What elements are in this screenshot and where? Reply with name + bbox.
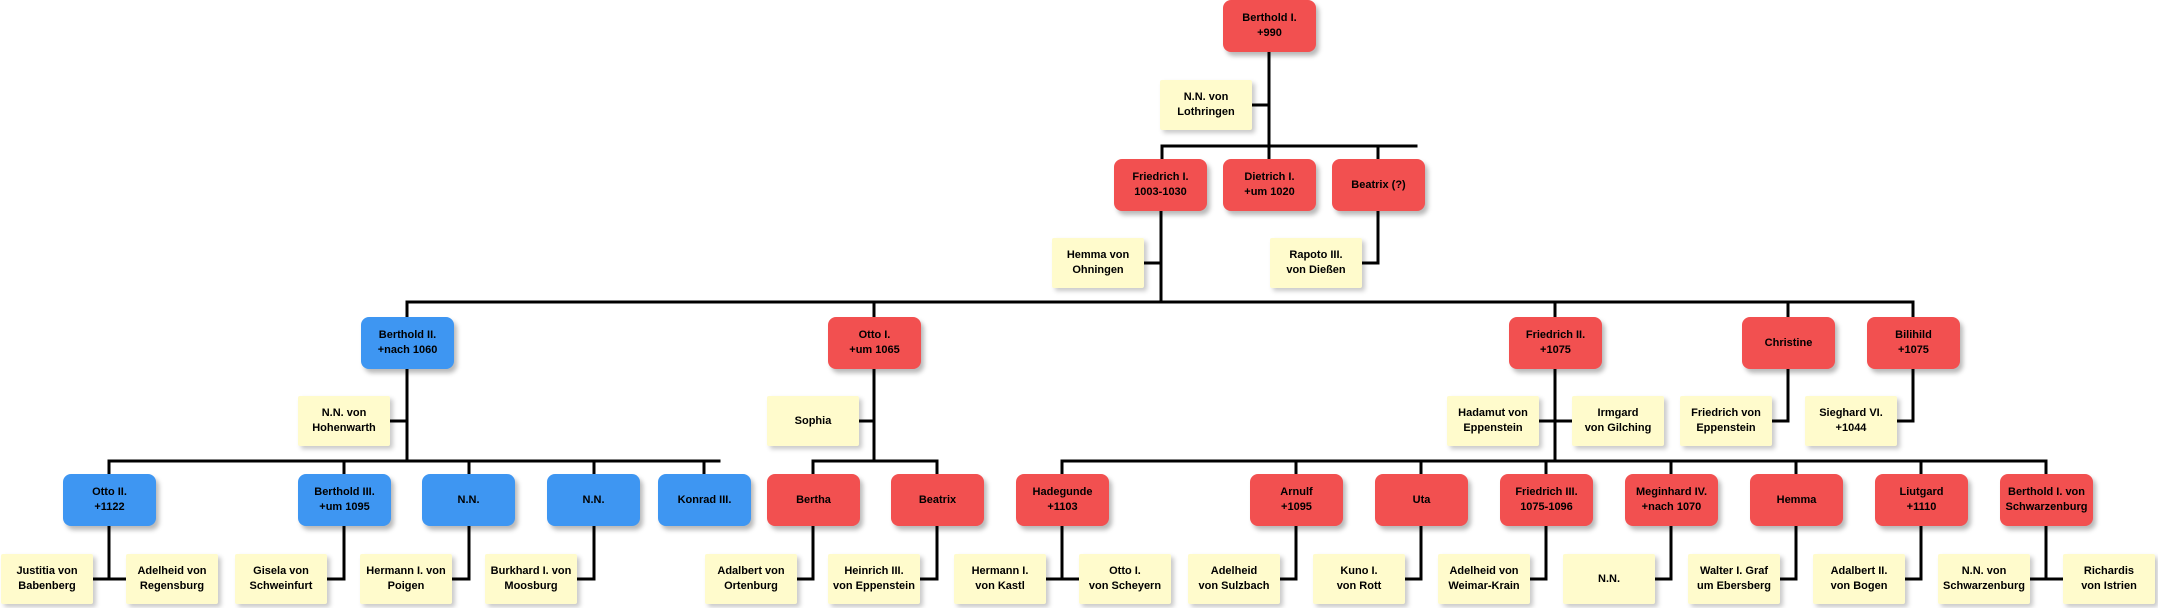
spouse-hermann-i-von-kastl: Hermann I. von Kastl	[954, 554, 1046, 604]
spouse-rapoto-iii: Rapoto III. von Dießen	[1270, 238, 1362, 288]
person-nn-blue-1: N.N.	[422, 474, 515, 526]
spouse-nn: N.N.	[1563, 554, 1655, 604]
person-konrad-iii: Konrad III.	[658, 474, 751, 526]
spouse-friedrich-von-eppenstein: Friedrich von Eppenstein	[1680, 396, 1772, 446]
person-friedrich-ii: Friedrich II. +1075	[1509, 317, 1602, 369]
person-dietrich-i: Dietrich I. +um 1020	[1223, 159, 1316, 211]
person-bilihild: Bilihild +1075	[1867, 317, 1960, 369]
person-beatrix: Beatrix (?)	[1332, 159, 1425, 211]
spouse-adelheid-von-weimar-krain: Adelheid von Weimar-Krain	[1438, 554, 1530, 604]
person-arnulf: Arnulf +1095	[1250, 474, 1343, 526]
spouse-nn-von-schwarzenburg: N.N. von Schwarzenburg	[1938, 554, 2030, 604]
spouse-nn-von-hohenwarth: N.N. von Hohenwarth	[298, 396, 390, 446]
spouse-adelheid-von-sulzbach: Adelheid von Sulzbach	[1188, 554, 1280, 604]
person-bertha: Bertha	[767, 474, 860, 526]
person-otto-i: Otto I. +um 1065	[828, 317, 921, 369]
spouse-nn-von-lothringen: N.N. von Lothringen	[1160, 80, 1252, 130]
person-hadegunde: Hadegunde +1103	[1016, 474, 1109, 526]
spouse-hemma-von-ohningen: Hemma von Ohningen	[1052, 238, 1144, 288]
person-friedrich-iii: Friedrich III. 1075-1096	[1500, 474, 1593, 526]
spouse-burkhard-i-von-moosburg: Burkhard I. von Moosburg	[485, 554, 577, 604]
spouse-richardis-von-istrien: Richardis von Istrien	[2063, 554, 2155, 604]
spouse-adelheid-von-regensburg: Adelheid von Regensburg	[126, 554, 218, 604]
spouse-adalbert-von-ortenburg: Adalbert von Ortenburg	[705, 554, 797, 604]
spouse-hermann-i-von-poigen: Hermann I. von Poigen	[360, 554, 452, 604]
person-meginhard-iv: Meginhard IV. +nach 1070	[1625, 474, 1718, 526]
person-nn-blue-2: N.N.	[547, 474, 640, 526]
person-liutgard: Liutgard +1110	[1875, 474, 1968, 526]
spouse-gisela-von-schweinfurt: Gisela von Schweinfurt	[235, 554, 327, 604]
person-uta: Uta	[1375, 474, 1468, 526]
spouse-sieghard-vi: Sieghard VI. +1044	[1805, 396, 1897, 446]
person-berthold-i-von-schwarzenburg: Berthold I. von Schwarzenburg	[2000, 474, 2093, 526]
person-christine: Christine	[1742, 317, 1835, 369]
person-otto-ii: Otto II. +1122	[63, 474, 156, 526]
spouse-otto-i-von-scheyern: Otto I. von Scheyern	[1079, 554, 1171, 604]
person-berthold-iii: Berthold III. +um 1095	[298, 474, 391, 526]
person-hemma: Hemma	[1750, 474, 1843, 526]
spouse-walter-i-graf-um-ebersberg: Walter I. Graf um Ebersberg	[1688, 554, 1780, 604]
person-berthold-ii: Berthold II. +nach 1060	[361, 317, 454, 369]
spouse-heinrich-iii-von-eppenstein: Heinrich III. von Eppenstein	[828, 554, 920, 604]
spouse-kuno-i-von-rott: Kuno I. von Rott	[1313, 554, 1405, 604]
spouse-sophia: Sophia	[767, 396, 859, 446]
spouse-adalbert-ii-von-bogen: Adalbert II. von Bogen	[1813, 554, 1905, 604]
spouse-hadamut-von-eppenstein: Hadamut von Eppenstein	[1447, 396, 1539, 446]
person-beatrix-ii: Beatrix	[891, 474, 984, 526]
spouse-irmgard-von-gilching: Irmgard von Gilching	[1572, 396, 1664, 446]
person-berthold-i: Berthold I. +990	[1223, 0, 1316, 52]
spouse-justitia-von-babenberg: Justitia von Babenberg	[1, 554, 93, 604]
person-friedrich-i: Friedrich I. 1003-1030	[1114, 159, 1207, 211]
